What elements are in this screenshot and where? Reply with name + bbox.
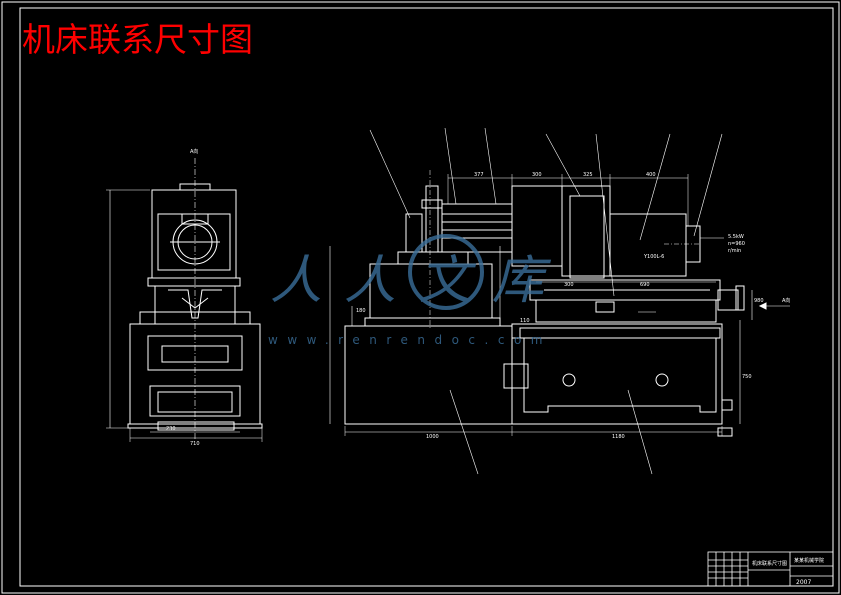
- side-dim-bottom: 710: [190, 441, 200, 447]
- watermark: 人人文库 www.renrendoc.com: [268, 234, 566, 347]
- dim-top-4: 400: [646, 172, 656, 178]
- dim-top-2: 300: [532, 172, 542, 178]
- dim-base-right: 1180: [612, 434, 625, 440]
- dim-mid-2: 690: [640, 282, 650, 288]
- note-1: 5.5kW: [728, 234, 744, 240]
- page-title: 机床联系尺寸图: [22, 20, 253, 59]
- watermark-logo-icon: [408, 234, 484, 310]
- title-block-year: 2007: [796, 579, 811, 586]
- dim-left-a: 180: [356, 308, 366, 314]
- front-dims: 377 300 325 400 300 690 1000 1180 750 18…: [356, 172, 790, 440]
- inner-border: [19, 7, 834, 587]
- side-view-label: A向: [190, 148, 198, 155]
- title-block-name: 机床联系尺寸图: [752, 560, 787, 567]
- dim-top-3: 325: [583, 172, 593, 178]
- note-3: r/min: [728, 248, 741, 254]
- front-view: [329, 127, 790, 475]
- side-view: A向: [106, 148, 263, 442]
- arrow-label: A向: [782, 297, 790, 304]
- dim-right: 980: [754, 298, 764, 304]
- dim-top-1: 377: [474, 172, 484, 178]
- title-block: [707, 551, 834, 587]
- watermark-url: www.renrendoc.com: [268, 333, 552, 347]
- dim-left-b: 110: [520, 318, 530, 324]
- dim-base-left: 1000: [426, 434, 439, 440]
- watermark-text: 人人文库: [270, 251, 566, 311]
- title-block-school: 某某机械学院: [794, 557, 824, 564]
- motor-label: Y100L-6: [643, 254, 664, 260]
- dim-height: 750: [742, 374, 752, 380]
- dim-mid-1: 300: [564, 282, 574, 288]
- note-2: n=960: [728, 241, 745, 247]
- side-dim-inner: 230: [166, 426, 176, 432]
